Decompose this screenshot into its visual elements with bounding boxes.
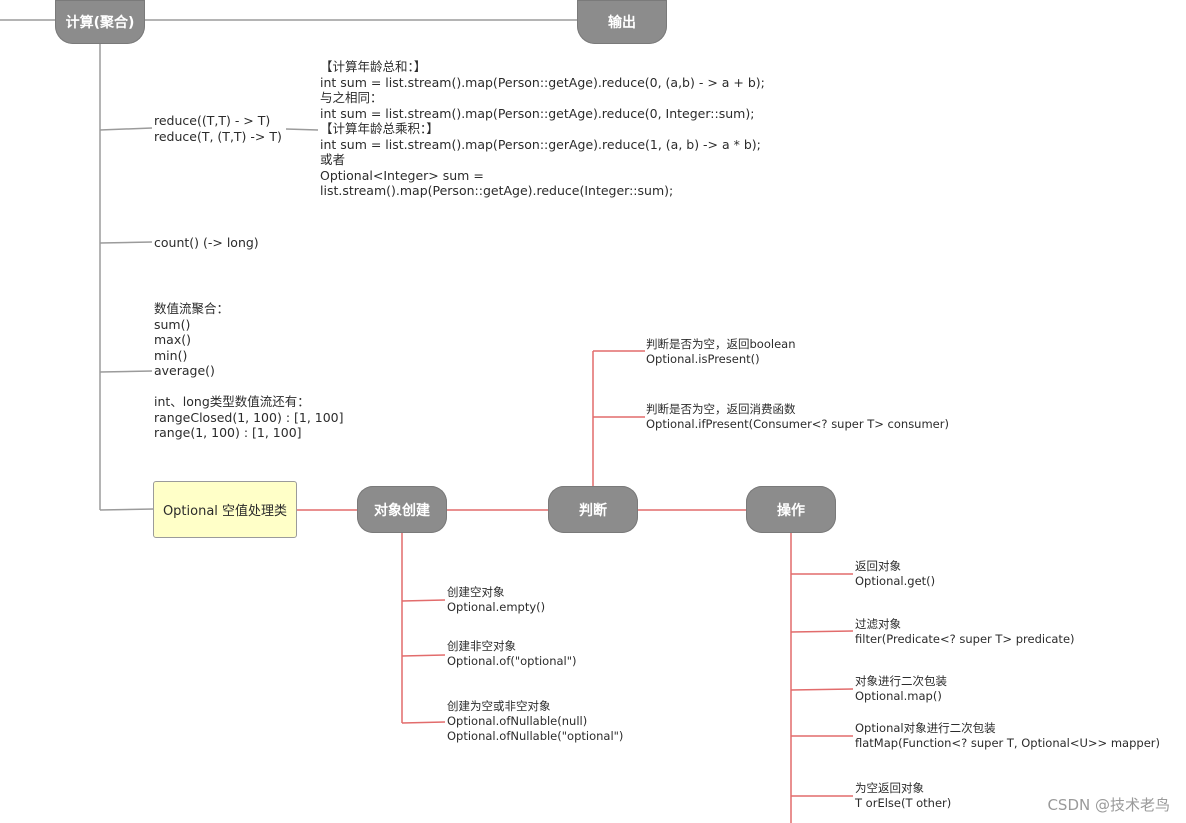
operate-item: Optional对象进行二次包装 flatMap(Function<? supe… (855, 721, 1160, 751)
numeric-line: sum() (154, 316, 191, 332)
compute-aggregate-node[interactable]: 计算(聚合) (55, 0, 145, 44)
operate-item-code: flatMap(Function<? super T, Optional<U>>… (855, 736, 1160, 750)
create-item-title: 创建非空对象 (447, 639, 516, 653)
judge-item-code: Optional.isPresent() (646, 352, 760, 366)
numeric-line (154, 379, 344, 395)
reduce-detail-line: int sum = list.stream().map(Person::getA… (320, 105, 755, 121)
judge-item-title: 判断是否为空，返回boolean (646, 337, 796, 351)
create-item-title: 创建为空或非空对象 (447, 699, 551, 713)
operate-item: 对象进行二次包装 Optional.map() (855, 674, 947, 704)
create-item-code: Optional.ofNullable("optional") (447, 729, 624, 743)
create-item-code: Optional.empty() (447, 600, 546, 614)
operate-item-code: Optional.get() (855, 574, 936, 588)
operate-item: 返回对象 Optional.get() (855, 559, 935, 589)
judge-item-title: 判断是否为空，返回消费函数 (646, 402, 796, 416)
reduce-signature-line: reduce(T, (T,T) -> T) (154, 128, 282, 144)
reduce-detail-line: 与之相同： (320, 90, 383, 105)
reduce-detail: 【计算年龄总和：】 int sum = list.stream().map(Pe… (320, 59, 765, 199)
numeric-line: int、long类型数值流还有： (154, 394, 310, 409)
object-create-node[interactable]: 对象创建 (357, 486, 447, 533)
numeric-line: 数值流聚合： (154, 301, 230, 316)
optional-topic-node[interactable]: Optional 空值处理类 (153, 481, 297, 538)
operate-item-title: 返回对象 (855, 559, 901, 573)
reduce-detail-line: int sum = list.stream().map(Person::getA… (320, 74, 765, 90)
operate-item-code: Optional.map() (855, 689, 942, 703)
operate-item-code: filter(Predicate<? super T> predicate) (855, 632, 1075, 646)
count-item: count() (-> long) (154, 235, 259, 250)
operate-item: 过滤对象 filter(Predicate<? super T> predica… (855, 617, 1075, 647)
numeric-aggregate: 数值流聚合： sum() max() min() average() int、l… (154, 301, 344, 441)
create-item-code: Optional.ofNullable(null) (447, 714, 588, 728)
numeric-line: max() (154, 332, 191, 347)
operate-item-code: T orElse(T other) (855, 796, 952, 810)
numeric-line: average() (154, 363, 215, 378)
create-item-title: 创建空对象 (447, 585, 505, 599)
operate-node[interactable]: 操作 (746, 486, 836, 533)
reduce-detail-line: 【计算年龄总和：】 (320, 59, 427, 74)
judge-item: 判断是否为空，返回消费函数 Optional.ifPresent(Consume… (646, 402, 949, 432)
operate-item-title: 过滤对象 (855, 617, 901, 631)
reduce-detail-line: Optional<Integer> sum = (320, 167, 484, 183)
reduce-detail-line: 或者 (320, 152, 346, 167)
reduce-signature-line: reduce((T,T) - > T) (154, 113, 271, 128)
create-item: 创建为空或非空对象 Optional.ofNullable(null) Opti… (447, 699, 623, 744)
numeric-line: rangeClosed(1, 100) : [1, 100] (154, 409, 344, 425)
output-node[interactable]: 输出 (577, 0, 667, 44)
operate-item-title: 为空返回对象 (855, 781, 924, 795)
numeric-line: range(1, 100) : [1, 100] (154, 425, 302, 440)
judge-node[interactable]: 判断 (548, 486, 638, 533)
create-item: 创建空对象 Optional.empty() (447, 585, 545, 615)
reduce-detail-line: 【计算年龄总乘积：】 (320, 121, 439, 136)
create-item-code: Optional.of("optional") (447, 654, 577, 668)
reduce-signature: reduce((T,T) - > T) reduce(T, (T,T) -> T… (154, 113, 282, 144)
create-item: 创建非空对象 Optional.of("optional") (447, 639, 577, 669)
reduce-detail-line: int sum = list.stream().map(Person::gerA… (320, 136, 761, 152)
judge-item: 判断是否为空，返回boolean Optional.isPresent() (646, 337, 795, 367)
watermark: CSDN @技术老鸟 (1047, 796, 1170, 814)
judge-item-code: Optional.ifPresent(Consumer<? super T> c… (646, 417, 949, 431)
numeric-line: min() (154, 347, 188, 363)
operate-item: 为空返回对象 T orElse(T other) (855, 781, 951, 811)
reduce-detail-line: list.stream().map(Person::getAge).reduce… (320, 183, 674, 198)
operate-item-title: Optional对象进行二次包装 (855, 721, 996, 735)
operate-item-title: 对象进行二次包装 (855, 674, 947, 688)
